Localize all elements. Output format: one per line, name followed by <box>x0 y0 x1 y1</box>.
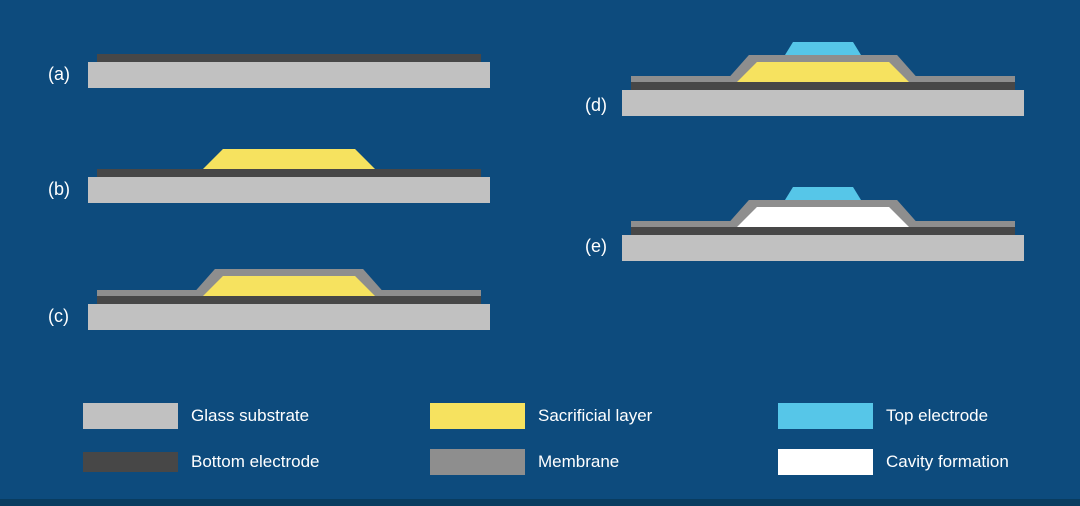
step-label-c: (c) <box>48 306 69 326</box>
top-electrode-layer <box>785 187 861 200</box>
bottom-electrode-layer <box>97 296 481 304</box>
legend-label: Cavity formation <box>886 452 1009 471</box>
glass-substrate-layer <box>88 304 490 330</box>
bottom-electrode-swatch <box>83 452 178 472</box>
legend-label: Membrane <box>538 452 620 471</box>
step-label-d: (d) <box>585 95 607 115</box>
step-label-a: (a) <box>48 64 70 84</box>
legend: Glass substrate Sacrificial layer Top el… <box>83 393 1009 485</box>
legend-item-glass-substrate: Glass substrate <box>83 393 430 439</box>
top-electrode-swatch <box>778 403 873 429</box>
legend-item-cavity-formation: Cavity formation <box>778 439 1009 485</box>
legend-item-membrane: Membrane <box>430 439 778 485</box>
membrane-swatch <box>430 449 525 475</box>
legend-label: Top electrode <box>886 406 989 425</box>
sacrificial-layer <box>737 62 909 82</box>
step-label-b: (b) <box>48 179 70 199</box>
legend-item-top-electrode: Top electrode <box>778 393 1009 439</box>
legend-label: Bottom electrode <box>191 452 320 471</box>
legend-label: Glass substrate <box>191 406 310 425</box>
step-b-diagram <box>88 129 490 203</box>
bottom-electrode-layer <box>97 54 481 62</box>
top-electrode-layer <box>785 42 861 55</box>
cavity-layer <box>737 207 909 227</box>
step-c-diagram <box>88 256 490 330</box>
glass-substrate-swatch <box>83 403 178 429</box>
cavity-formation-swatch <box>778 449 873 475</box>
step-d-diagram <box>622 42 1024 116</box>
legend-label: Sacrificial layer <box>538 406 653 425</box>
step-a-diagram <box>88 14 490 88</box>
step-e-diagram <box>622 187 1024 261</box>
bottom-electrode-layer <box>631 82 1015 90</box>
bottom-electrode-layer <box>97 169 481 177</box>
glass-substrate-layer <box>88 62 490 88</box>
glass-substrate-layer <box>622 235 1024 261</box>
sacrificial-layer <box>203 276 375 296</box>
footer-bar <box>0 499 1080 506</box>
sacrificial-layer-swatch <box>430 403 525 429</box>
bottom-electrode-layer <box>631 227 1015 235</box>
glass-substrate-layer <box>88 177 490 203</box>
legend-item-sacrificial-layer: Sacrificial layer <box>430 393 778 439</box>
step-label-e: (e) <box>585 236 607 256</box>
legend-item-bottom-electrode: Bottom electrode <box>83 439 430 485</box>
sacrificial-layer <box>203 149 375 169</box>
glass-substrate-layer <box>622 90 1024 116</box>
